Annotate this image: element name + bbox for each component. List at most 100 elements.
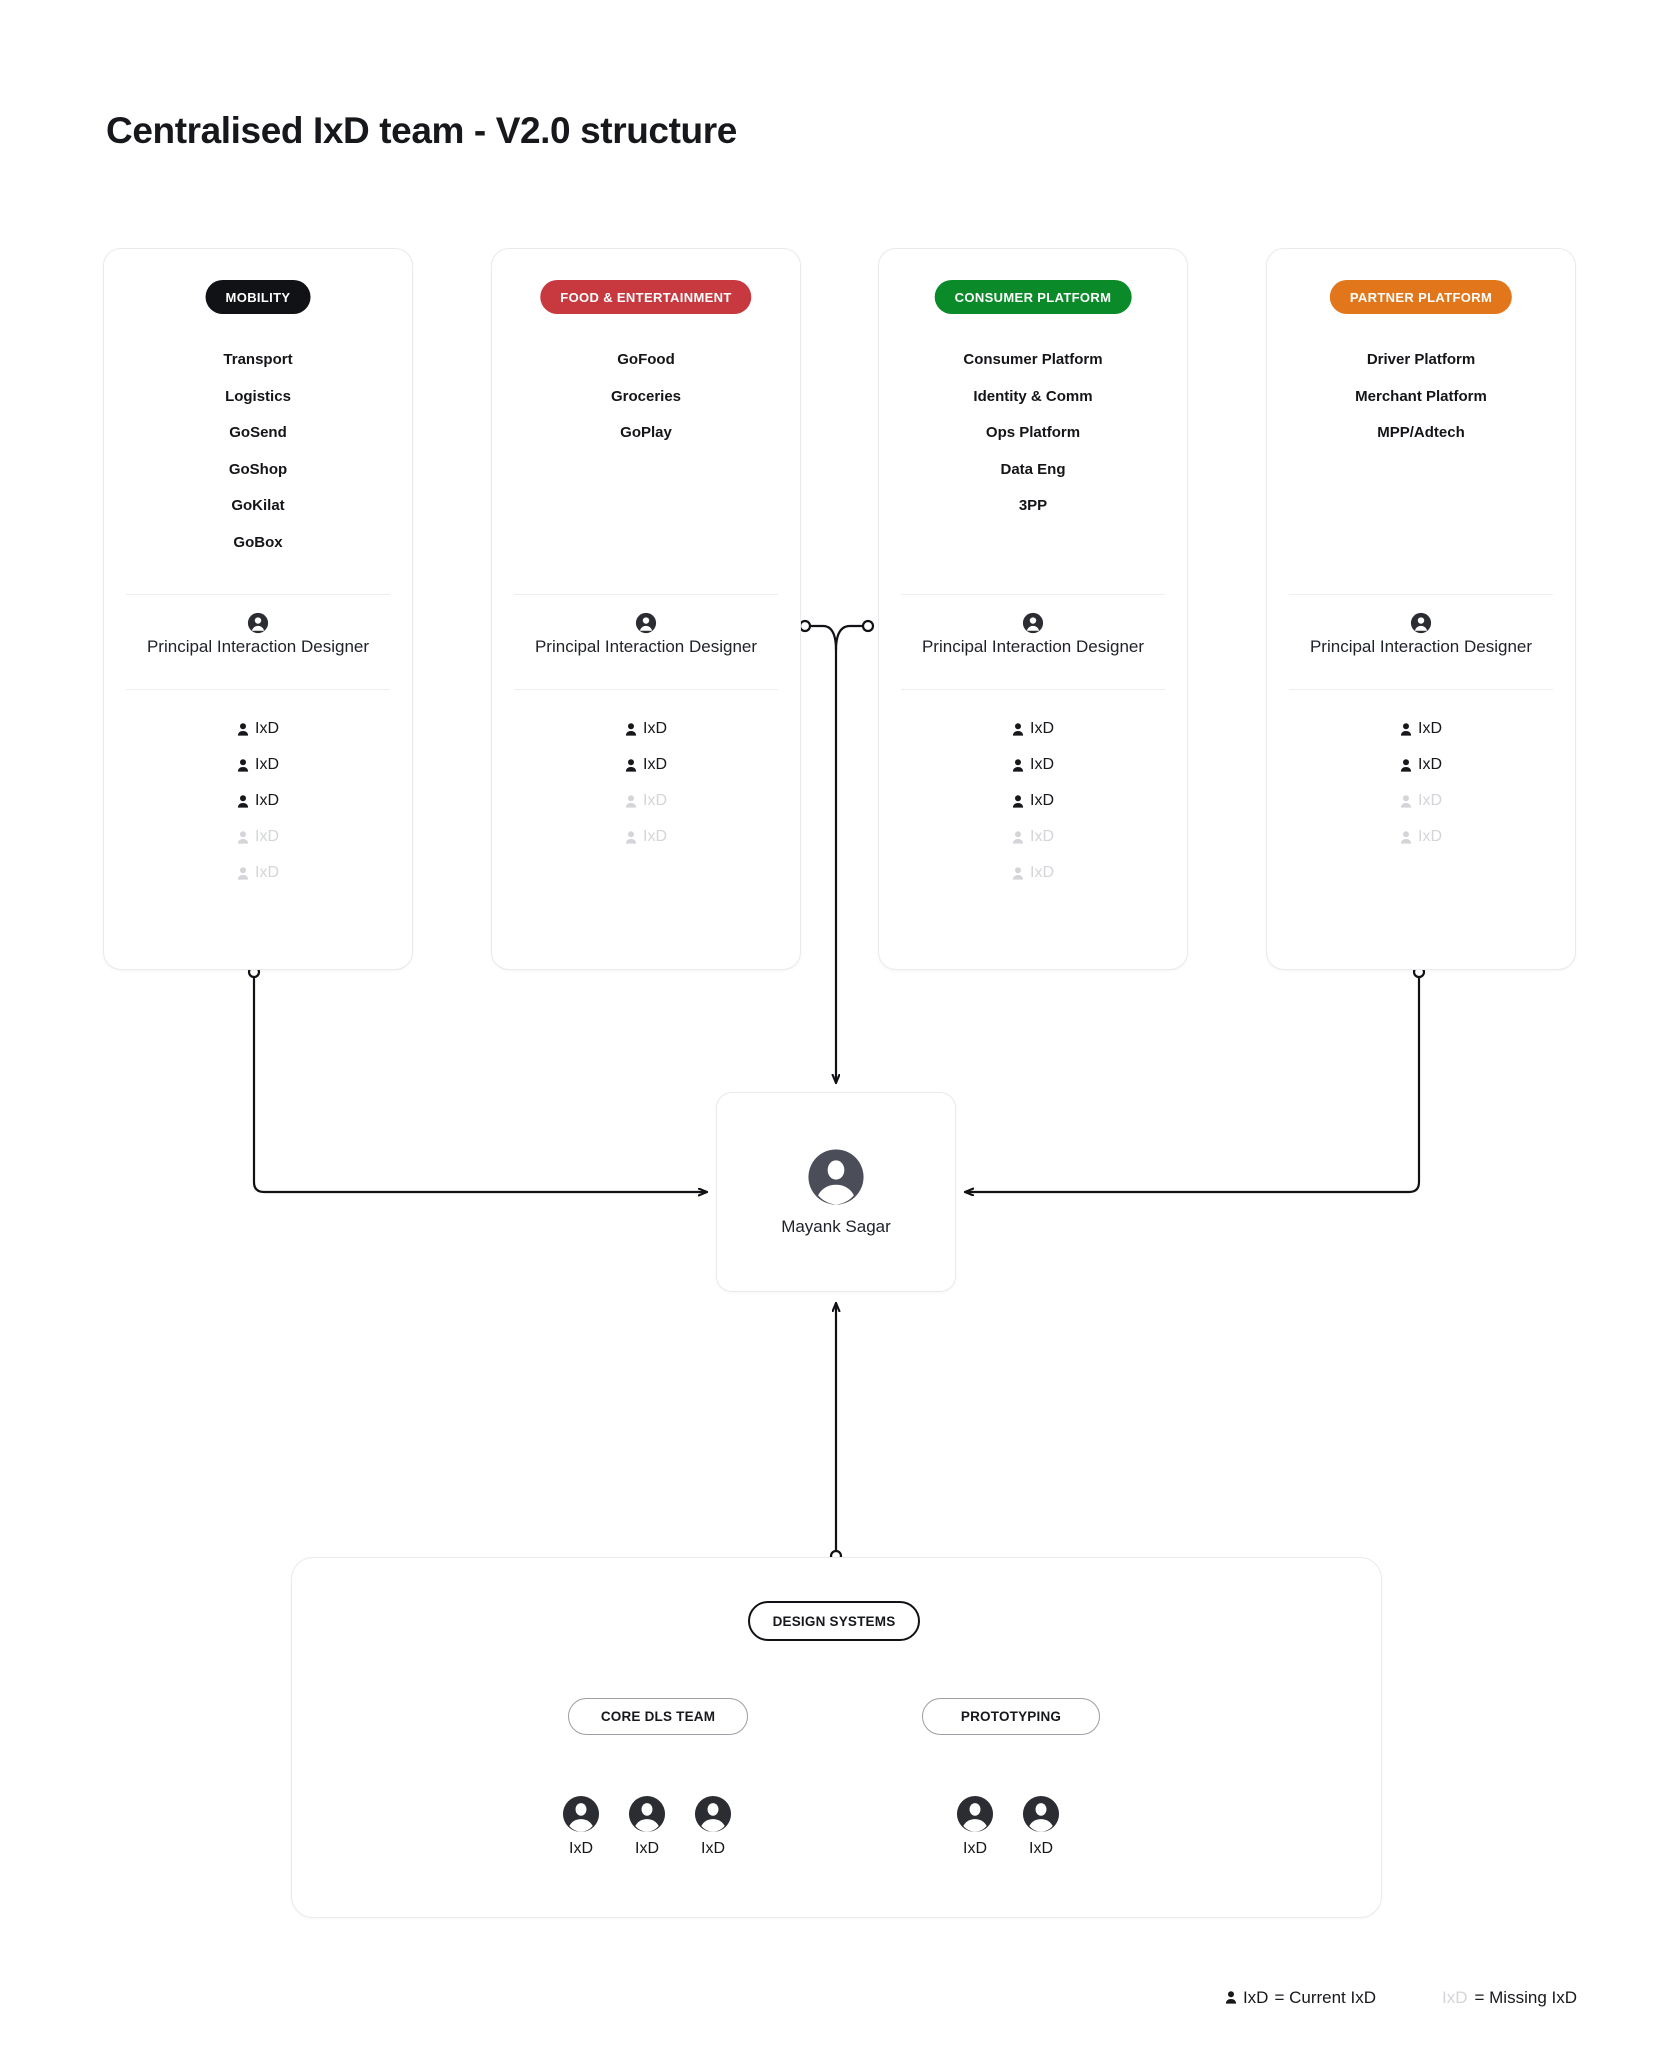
- unit-item: Driver Platform: [1366, 351, 1476, 368]
- unit-item: GoShop: [228, 460, 288, 478]
- legend-current-key: IxD: [1242, 1988, 1269, 2007]
- division-badge[interactable]: MOBILITY: [205, 280, 311, 314]
- team-member-label: IxD: [635, 1840, 659, 1857]
- ixd-row-missing[interactable]: IxD: [104, 819, 412, 855]
- ixd-list: IxD IxD IxD Ix: [492, 711, 800, 855]
- team-member-label: IxD: [569, 1840, 593, 1857]
- ixd-row-missing[interactable]: IxD: [879, 855, 1187, 891]
- legend-missing-text: = Missing IxD: [1474, 1988, 1578, 2007]
- ixd-row[interactable]: IxD: [879, 747, 1187, 783]
- division-card-food-entertainment[interactable]: FOOD & ENTERTAINMENT GoFood Groceries Go…: [491, 248, 801, 970]
- person-icon: [1012, 722, 1024, 736]
- unit-item: Groceries: [610, 387, 682, 405]
- person-icon: [237, 794, 249, 808]
- ixd-label: IxD: [1030, 828, 1054, 845]
- person-circle-icon: [635, 612, 657, 634]
- ixd-label: IxD: [1418, 720, 1442, 737]
- ixd-row[interactable]: IxD: [879, 783, 1187, 819]
- person-icon: [1400, 830, 1412, 844]
- ixd-label: IxD: [255, 792, 279, 809]
- person-icon: [237, 758, 249, 772]
- person-icon: [625, 722, 637, 736]
- prototyping-team-members: IxD IxD: [951, 1795, 1065, 1857]
- unit-list: Driver Platform Merchant Platform MPP/Ad…: [1283, 342, 1559, 452]
- team-member[interactable]: IxD: [1017, 1795, 1065, 1857]
- ixd-row-missing[interactable]: IxD: [492, 783, 800, 819]
- ixd-row[interactable]: IxD: [1267, 747, 1575, 783]
- ixd-label: IxD: [1418, 792, 1442, 809]
- pill-core-dls-team[interactable]: CORE DLS TEAM: [568, 1698, 748, 1735]
- pill-prototyping[interactable]: PROTOTYPING: [922, 1698, 1100, 1735]
- unit-item: Transport: [223, 351, 293, 368]
- divider: [1289, 594, 1553, 595]
- team-member[interactable]: IxD: [689, 1795, 737, 1857]
- ixd-label: IxD: [1030, 756, 1054, 773]
- person-circle-icon: [694, 1795, 732, 1833]
- pill-design-systems[interactable]: DESIGN SYSTEMS: [748, 1601, 920, 1641]
- person-icon: [1012, 794, 1024, 808]
- ixd-label: IxD: [1418, 756, 1442, 773]
- ixd-label: IxD: [643, 792, 667, 809]
- ixd-label: IxD: [255, 720, 279, 737]
- ixd-row[interactable]: IxD: [104, 747, 412, 783]
- division-card-consumer-platform[interactable]: CONSUMER PLATFORM Consumer Platform Iden…: [878, 248, 1188, 970]
- divider: [514, 594, 778, 595]
- unit-item: GoBox: [233, 533, 283, 551]
- person-circle-icon: [1022, 1795, 1060, 1833]
- ixd-row[interactable]: IxD: [492, 747, 800, 783]
- division-badge[interactable]: PARTNER PLATFORM: [1329, 280, 1513, 314]
- person-icon: [625, 794, 637, 808]
- ixd-row[interactable]: IxD: [492, 711, 800, 747]
- person-icon: [1400, 794, 1412, 808]
- ixd-row[interactable]: IxD: [1267, 711, 1575, 747]
- ixd-list: IxD IxD IxD Ix: [104, 711, 412, 891]
- legend-missing-key: IxD: [1442, 1988, 1468, 2007]
- unit-list: Transport Logistics GoSend GoShop GoKila…: [120, 342, 396, 561]
- ixd-row[interactable]: IxD: [879, 711, 1187, 747]
- person-icon: [1400, 758, 1412, 772]
- wire-mobility-to-manager: [247, 965, 709, 1192]
- unit-list: Consumer Platform Identity & Comm Ops Pl…: [895, 342, 1171, 525]
- team-member[interactable]: IxD: [951, 1795, 999, 1857]
- unit-item: Logistics: [225, 387, 291, 405]
- principal-designer: Principal Interaction Designer: [502, 612, 790, 658]
- legend-current-text: = Current IxD: [1274, 1988, 1376, 2007]
- legend: IxD = Current IxD IxD = Missing IxD: [1225, 1989, 1577, 2006]
- legend-item-current: IxD = Current IxD: [1225, 1989, 1376, 2006]
- team-member-label: IxD: [963, 1840, 987, 1857]
- division-badge[interactable]: CONSUMER PLATFORM: [934, 280, 1132, 314]
- ixd-row[interactable]: IxD: [104, 783, 412, 819]
- ixd-label: IxD: [1030, 720, 1054, 737]
- team-member[interactable]: IxD: [623, 1795, 671, 1857]
- person-icon: [1012, 758, 1024, 772]
- ixd-row[interactable]: IxD: [104, 711, 412, 747]
- ixd-label: IxD: [255, 864, 279, 881]
- division-card-mobility[interactable]: MOBILITY Transport Logistics GoSend GoSh…: [103, 248, 413, 970]
- principal-label: Principal Interaction Designer: [1309, 637, 1533, 656]
- ixd-label: IxD: [1418, 828, 1442, 845]
- ixd-row-missing[interactable]: IxD: [1267, 819, 1575, 855]
- wire-food-consumer-to-manager: [798, 619, 875, 1085]
- ixd-list: IxD IxD IxD Ix: [879, 711, 1187, 891]
- principal-designer: Principal Interaction Designer: [114, 612, 402, 658]
- division-card-partner-platform[interactable]: PARTNER PLATFORM Driver Platform Merchan…: [1266, 248, 1576, 970]
- ixd-row-missing[interactable]: IxD: [104, 855, 412, 891]
- unit-item: GoSend: [229, 424, 287, 441]
- person-icon: [1012, 866, 1024, 880]
- ixd-row-missing[interactable]: IxD: [492, 819, 800, 855]
- page-title: Centralised IxD team - V2.0 structure: [106, 110, 737, 151]
- person-circle-icon: [956, 1795, 994, 1833]
- ixd-label: IxD: [255, 828, 279, 845]
- ixd-row-missing[interactable]: IxD: [1267, 783, 1575, 819]
- person-circle-icon: [247, 612, 269, 634]
- team-member[interactable]: IxD: [557, 1795, 605, 1857]
- division-badge[interactable]: FOOD & ENTERTAINMENT: [540, 280, 752, 314]
- unit-item: MPP/Adtech: [1377, 424, 1465, 441]
- manager-node[interactable]: Mayank Sagar: [716, 1092, 956, 1292]
- ixd-row-missing[interactable]: IxD: [879, 819, 1187, 855]
- ixd-label: IxD: [1030, 792, 1054, 809]
- unit-item: GoKilat: [231, 497, 285, 514]
- ixd-label: IxD: [1030, 864, 1054, 881]
- principal-designer: Principal Interaction Designer: [1277, 612, 1565, 658]
- principal-designer: Principal Interaction Designer: [889, 612, 1177, 658]
